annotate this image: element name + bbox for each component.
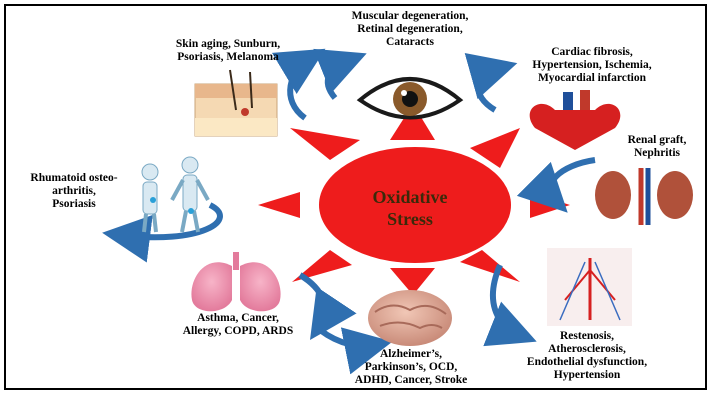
joints-label: Rhumatoid osteo- arthritis, Psoriasis: [20, 172, 128, 211]
vessels-icon: [547, 248, 632, 326]
brain-icon: [368, 290, 452, 346]
heart-line-2: Hypertension, Ischemia,: [520, 59, 664, 72]
lungs-icon: [191, 252, 280, 311]
kidney-label: Renal graft, Nephritis: [618, 134, 696, 160]
kidney-line-1: Renal graft,: [618, 134, 696, 147]
eye-line-2: Retinal degeneration,: [340, 23, 480, 36]
vessels-line-4: Hypertension: [508, 369, 666, 382]
lungs-line-2: Allergy, COPD, ARDS: [168, 325, 308, 338]
skin-icon: [195, 70, 277, 136]
heart-label: Cardiac fibrosis, Hypertension, Ischemia…: [520, 46, 664, 85]
heart-line-1: Cardiac fibrosis,: [520, 46, 664, 59]
vessels-line-3: Endothelial dysfunction,: [508, 356, 666, 369]
skin-line-2: Psoriasis, Melanoma: [164, 51, 292, 64]
heart-icon: [530, 90, 621, 150]
heart-line-3: Myocardial infarction: [520, 72, 664, 85]
kidney-line-2: Nephritis: [618, 147, 696, 160]
vessels-label: Restenosis, Atherosclerosis, Endothelial…: [508, 330, 666, 382]
kidney-icon: [595, 168, 693, 225]
joints-line-3: Psoriasis: [20, 198, 128, 211]
brain-line-2: Parkinson’s, OCD,: [344, 361, 478, 374]
skin-label: Skin aging, Sunburn, Psoriasis, Melanoma: [164, 38, 292, 64]
vessels-line-2: Atherosclerosis,: [508, 343, 666, 356]
eye-line-1: Muscular degeneration,: [340, 10, 480, 23]
center-line-2: Stress: [340, 208, 480, 230]
eye-line-3: Cataracts: [340, 36, 480, 49]
joints-line-2: arthritis,: [20, 185, 128, 198]
eye-label: Muscular degeneration, Retinal degenerat…: [340, 10, 480, 49]
vessels-line-1: Restenosis,: [508, 330, 666, 343]
center-line-1: Oxidative: [340, 186, 480, 208]
lungs-label: Asthma, Cancer, Allergy, COPD, ARDS: [168, 312, 308, 338]
center-label: Oxidative Stress: [340, 186, 480, 230]
skin-line-1: Skin aging, Sunburn,: [164, 38, 292, 51]
joints-line-1: Rhumatoid osteo-: [20, 172, 128, 185]
eye-icon: [360, 79, 460, 118]
brain-line-3: ADHD, Cancer, Stroke: [344, 374, 478, 387]
brain-label: Alzheimer’s, Parkinson’s, OCD, ADHD, Can…: [344, 348, 478, 387]
lungs-line-1: Asthma, Cancer,: [168, 312, 308, 325]
skeleton-icon: [142, 157, 208, 232]
brain-line-1: Alzheimer’s,: [344, 348, 478, 361]
